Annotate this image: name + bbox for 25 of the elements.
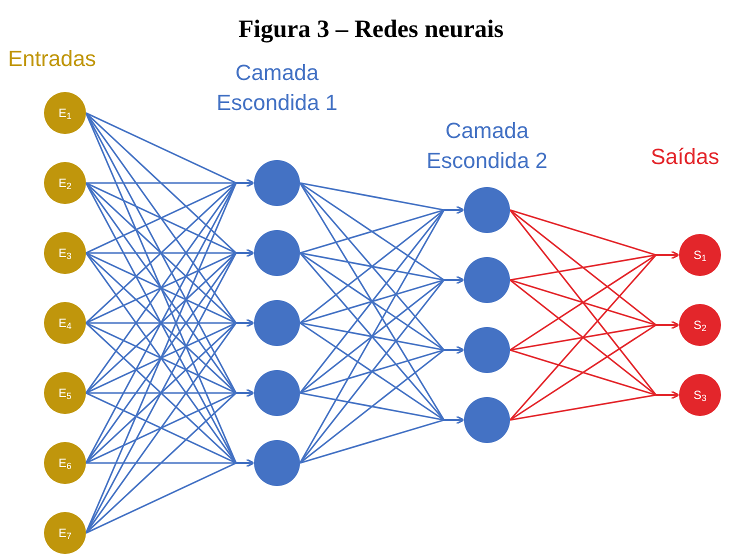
neuron-label: S$_{3}$ — [693, 387, 707, 404]
neuron-label: S$_{2}$ — [693, 317, 707, 334]
connection-arrow — [300, 346, 464, 464]
connection-arrow — [86, 458, 254, 534]
neuron-label: E$_{3}$ — [58, 245, 72, 262]
connection-arrow — [509, 250, 680, 421]
neuron-label: E$_{4}$ — [58, 315, 72, 332]
neuron-label: E$_{5}$ — [58, 385, 72, 402]
connection-arrow — [510, 390, 680, 421]
neuron-label: E$_{6}$ — [58, 455, 72, 472]
connection-arrow — [299, 276, 464, 464]
connection-arrow — [300, 416, 464, 464]
layer-label: Camada Escondida 1 — [215, 59, 339, 117]
neuron-label: E$_{7}$ — [58, 525, 72, 542]
neuron-label: E$_{1}$ — [58, 105, 72, 122]
layer-label: Entradas — [8, 45, 98, 73]
connection-arrow — [299, 206, 464, 464]
layer-label: Camada Escondida 2 — [425, 117, 549, 175]
figure-title: Figura 3 – Redes neurais — [237, 15, 505, 45]
neuron-label: S$_{1}$ — [693, 247, 707, 264]
connection-arrow — [85, 178, 254, 534]
connection-arrow — [510, 320, 680, 421]
connection-arrow — [85, 388, 254, 534]
layer-label: Saídas — [650, 143, 720, 171]
neuron-label: E$_{2}$ — [58, 175, 72, 192]
